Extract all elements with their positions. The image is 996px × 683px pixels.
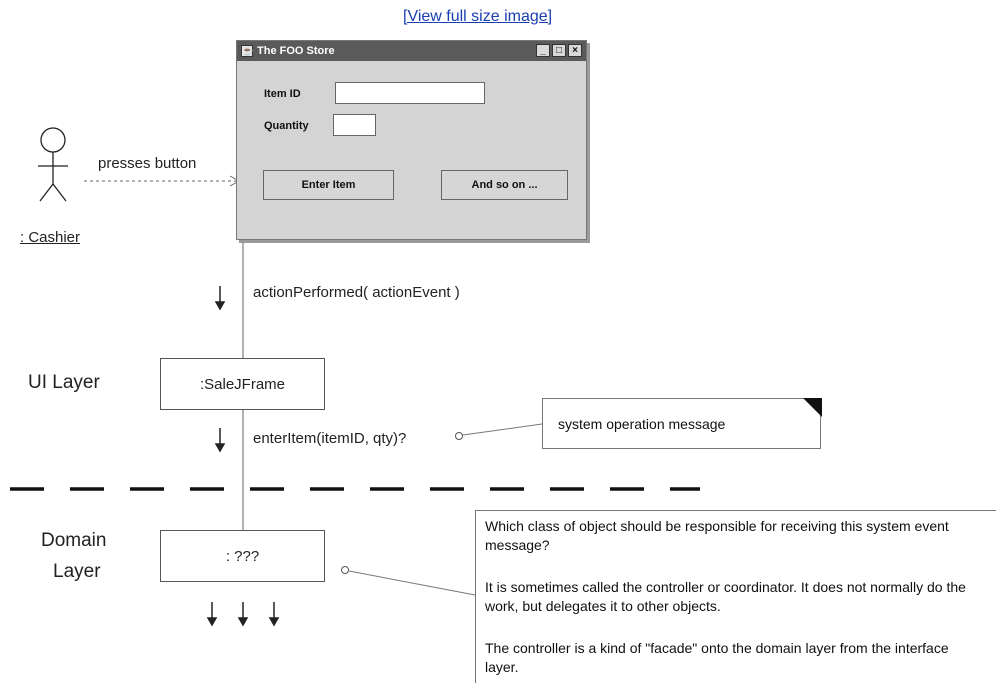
domain-layer-label-line1: Domain (41, 530, 107, 551)
controller-note: Which class of object should be responsi… (475, 510, 996, 683)
controller-note-p2: It is sometimes called the controller or… (485, 579, 966, 614)
quantity-label: Quantity (264, 120, 309, 132)
enter-item-button[interactable]: Enter Item (263, 170, 394, 200)
maximize-icon[interactable]: □ (552, 44, 566, 57)
unknown-domain-object: : ??? (160, 530, 325, 582)
and-so-on-button[interactable]: And so on ... (441, 170, 568, 200)
presses-button-label: presses button (98, 155, 197, 172)
minimize-icon[interactable]: _ (536, 44, 550, 57)
down-arrows (206, 286, 280, 627)
window-title: The FOO Store (257, 45, 335, 57)
system-operation-note-text: system operation message (558, 416, 726, 432)
connector-dot-2 (341, 566, 349, 574)
close-icon[interactable]: × (568, 44, 582, 57)
enter-item-message: enterItem(itemID, qty)? (253, 430, 407, 447)
view-full-size-link[interactable]: [View full size image] (403, 8, 553, 25)
ui-layer-label: UI Layer (28, 372, 100, 393)
connector-line-2 (348, 570, 476, 596)
controller-note-p3: The controller is a kind of "facade" ont… (485, 640, 949, 675)
cashier-label: : Cashier (20, 229, 81, 246)
domain-layer-label-line2: Layer (53, 561, 101, 582)
foo-store-window: ☕ The FOO Store _ □ × Item ID Quantity E… (236, 40, 587, 240)
quantity-field[interactable] (333, 114, 376, 136)
app-icon: ☕ (241, 45, 254, 57)
connector-line-1 (462, 423, 543, 436)
connector-dot-1 (455, 432, 463, 440)
system-operation-note: system operation message (542, 398, 821, 449)
sale-jframe-object: :SaleJFrame (160, 358, 325, 410)
item-id-label: Item ID (264, 88, 301, 100)
controller-note-p1: Which class of object should be responsi… (485, 518, 949, 553)
item-id-field[interactable] (335, 82, 485, 104)
action-performed-message: actionPerformed( actionEvent ) (253, 284, 460, 301)
actor-figure (38, 127, 68, 202)
window-titlebar: ☕ The FOO Store _ □ × (237, 41, 586, 61)
